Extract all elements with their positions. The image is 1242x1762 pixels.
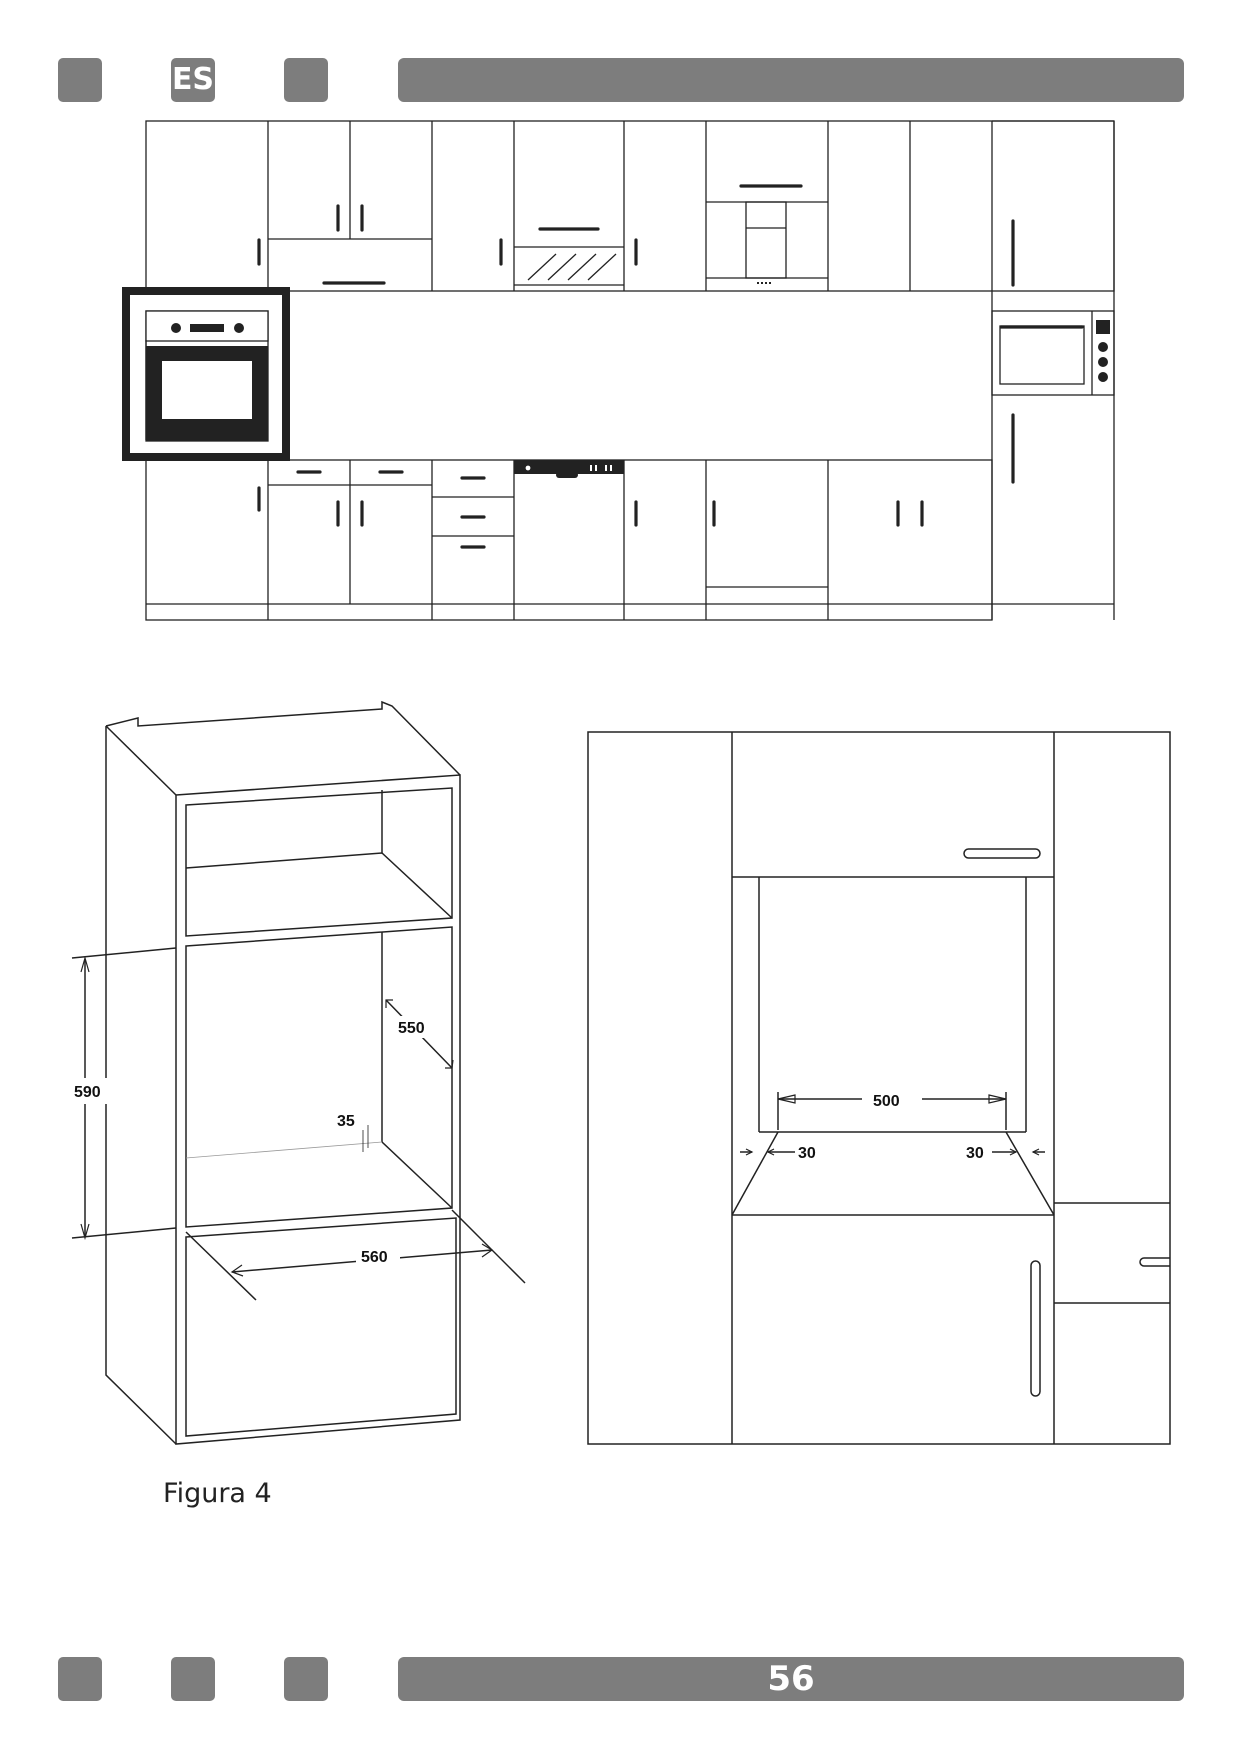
footer-square-1 (58, 1657, 102, 1701)
language-code: ES (171, 62, 215, 97)
footer-square-2 (171, 1657, 215, 1701)
language-badge: ES (171, 58, 215, 102)
cabinet-perspective-diagram: 590 550 35 560 (64, 700, 526, 1445)
header-square-3 (284, 58, 328, 102)
dim-560-label: 560 (361, 1249, 388, 1266)
header-square-1 (58, 58, 102, 102)
dim-30-right-label: 30 (966, 1145, 984, 1162)
page-number: 56 (767, 1659, 815, 1699)
footer-square-3 (284, 1657, 328, 1701)
header-bar (398, 58, 1184, 102)
dim-500-label: 500 (873, 1093, 900, 1110)
dim-35-label: 35 (337, 1113, 355, 1130)
dim-30-left-label: 30 (798, 1145, 816, 1162)
niche-front-diagram: 500 30 30 (587, 731, 1171, 1445)
figure-caption: Figura 4 (163, 1478, 272, 1509)
dim-590-label: 590 (74, 1084, 101, 1101)
dim-550-label: 550 (398, 1020, 425, 1037)
footer-bar (398, 1657, 1184, 1701)
kitchen-elevation-diagram (122, 120, 1115, 621)
